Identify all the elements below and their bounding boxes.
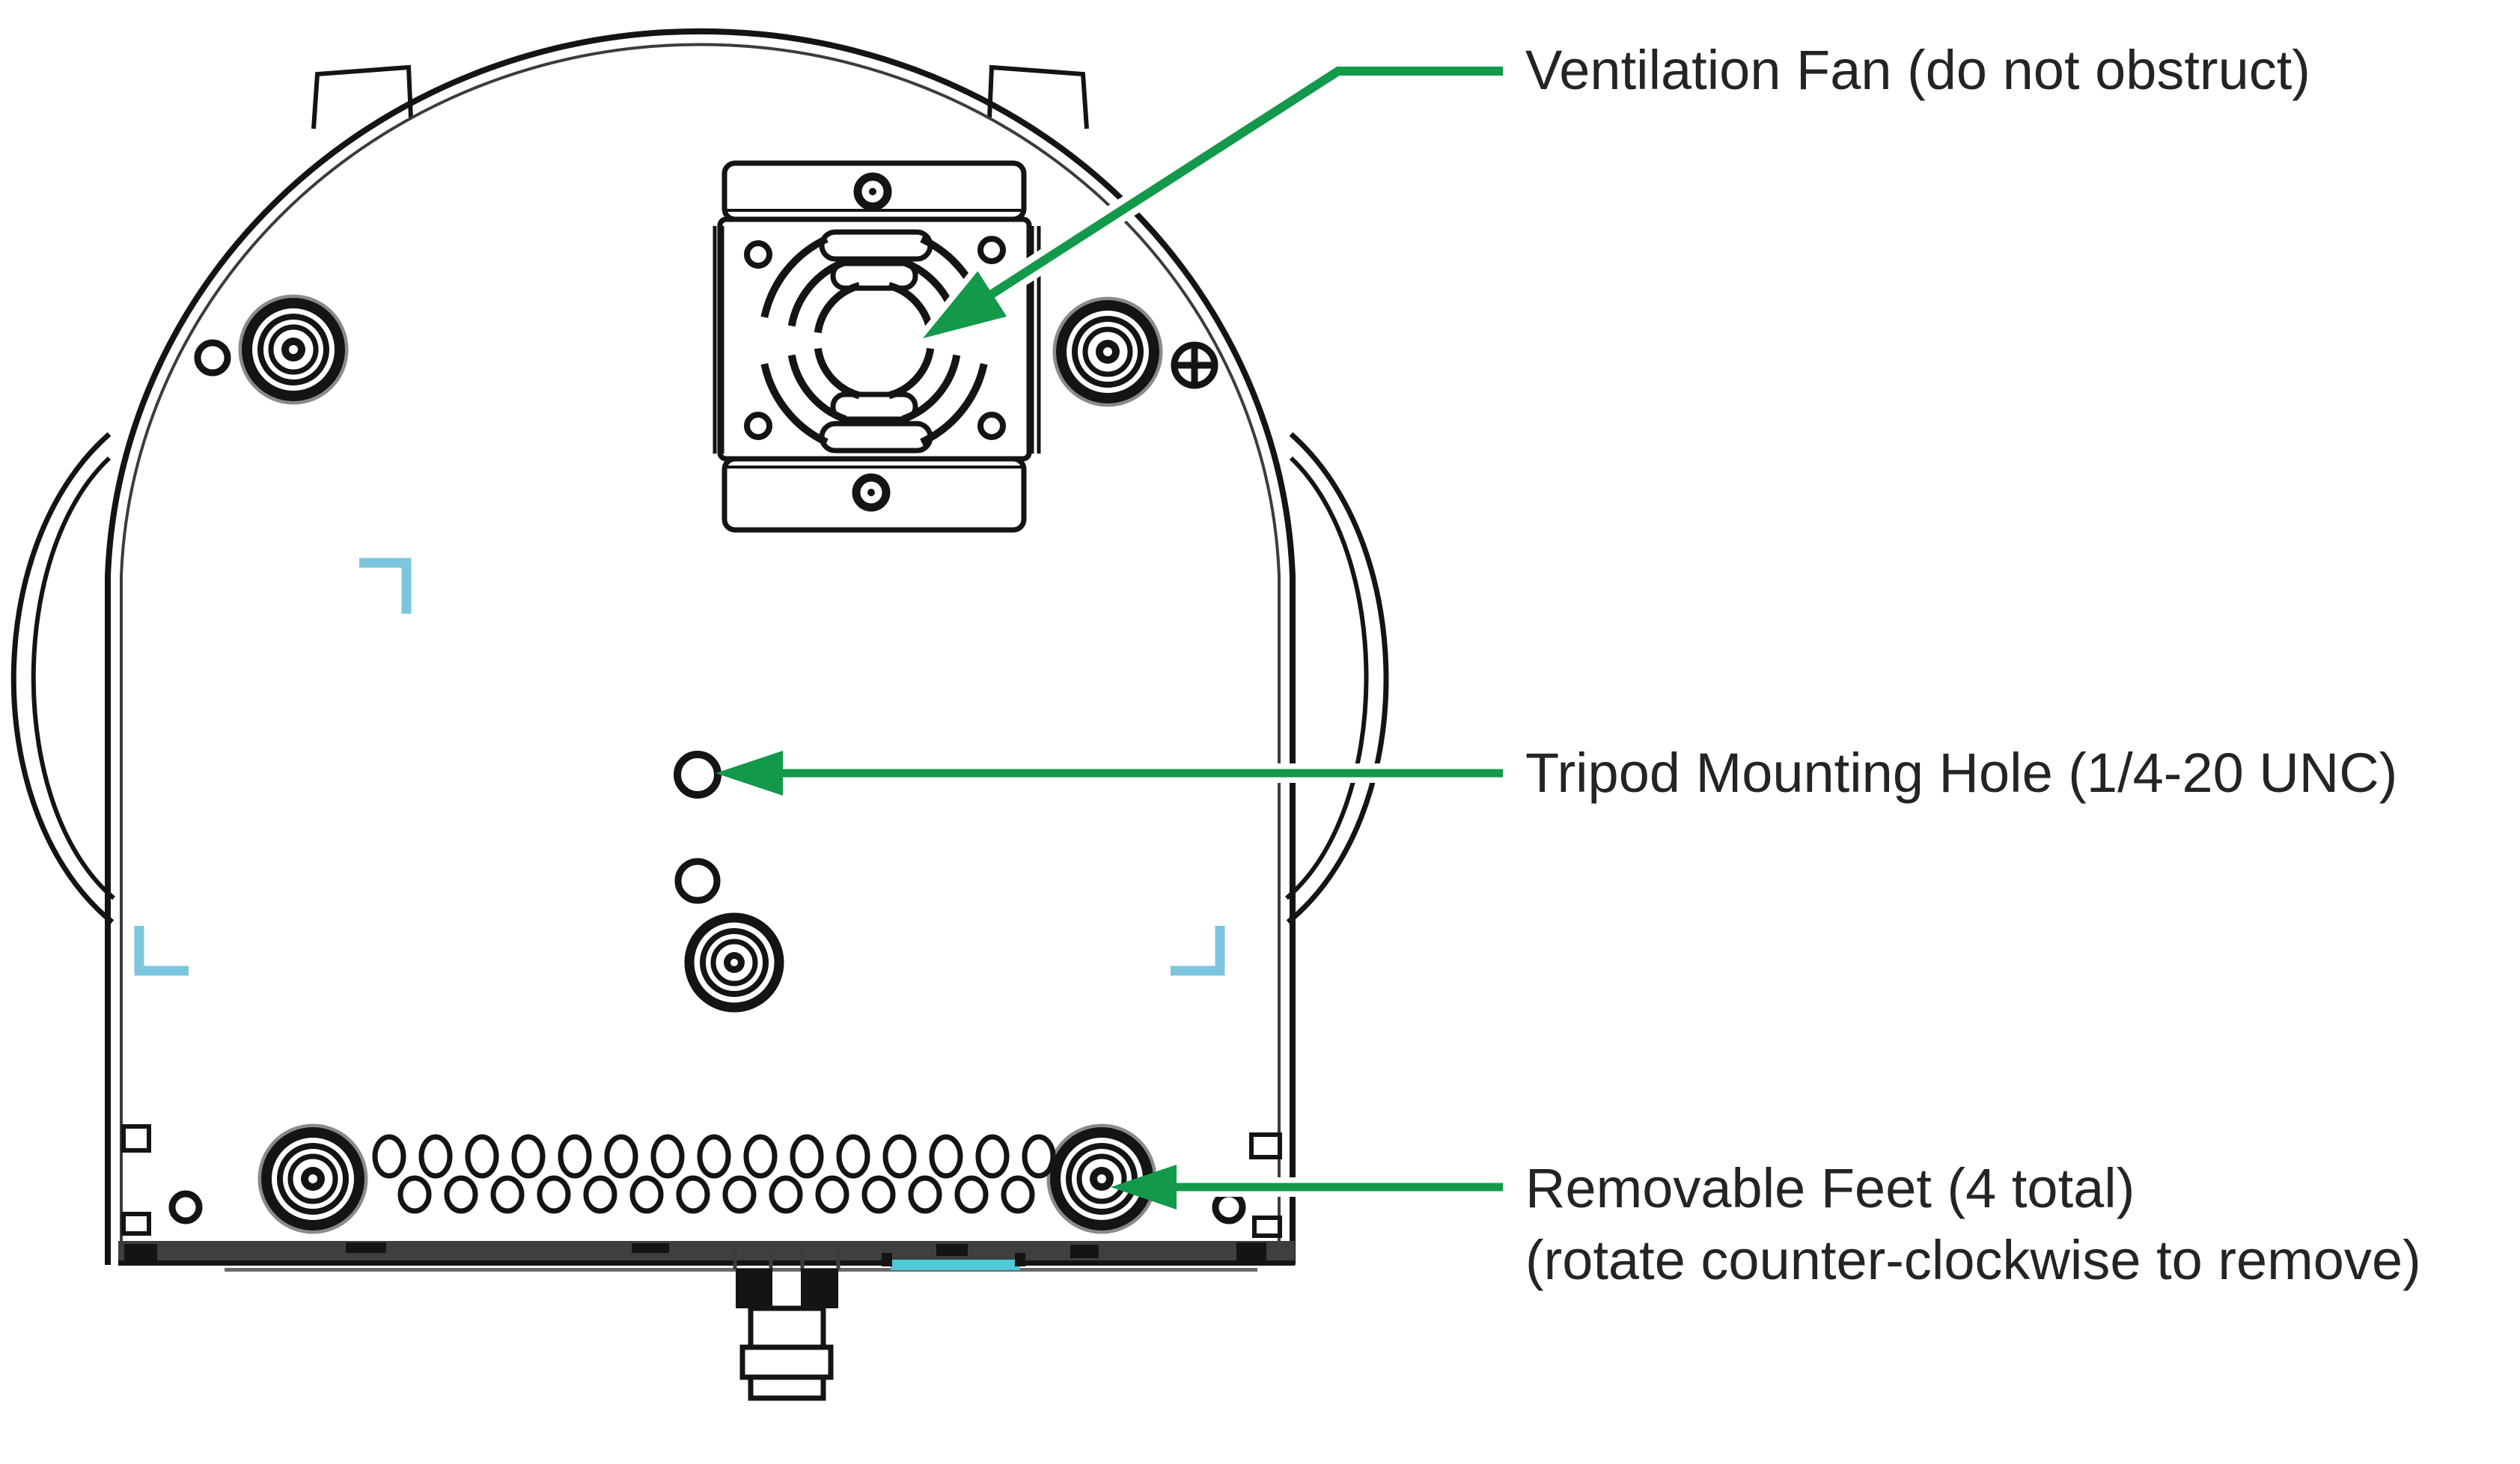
vent-holes-row-top <box>372 1134 1056 1179</box>
alignment-hole <box>674 858 721 904</box>
fan-arrow <box>906 60 1503 349</box>
feet-arrow <box>1111 1165 1503 1210</box>
label-ventilation-fan: Ventilation Fan (do not obstruct) <box>1525 39 2310 101</box>
side-ear-left <box>10 432 115 924</box>
tripod-mounting-hole <box>674 751 721 799</box>
fan-grille-corner-screws <box>744 236 1006 440</box>
ventilation-fan-assembly <box>713 160 1041 533</box>
side-ear-right <box>1285 432 1389 924</box>
label-removable-feet: Removable Feet (4 total) (rotate counter… <box>1525 1153 2421 1296</box>
fan-screw-top <box>853 172 892 211</box>
alignment-mark-bottom-left <box>134 926 189 976</box>
label-removable-feet-line2: (rotate counter-clockwise to remove) <box>1525 1229 2421 1291</box>
phillips-screw <box>1171 341 1218 389</box>
alignment-mark-bottom-right <box>1171 926 1225 976</box>
bottom-edge <box>118 1241 1295 1272</box>
removable-foot-top-right <box>1055 299 1161 405</box>
ventilation-fan-grille <box>760 229 988 454</box>
center-screw <box>684 912 784 1013</box>
camera-body-outline <box>10 28 1389 1265</box>
edge-notches <box>121 1124 1282 1238</box>
tripod-arrow <box>716 751 1503 796</box>
bottom-connector <box>733 1247 840 1401</box>
removable-foot-bottom-left <box>260 1126 366 1232</box>
fan-screw-bottom <box>852 473 891 512</box>
removable-foot-top-left <box>240 296 347 403</box>
alignment-marks <box>134 558 1225 976</box>
alignment-mark-top <box>359 558 412 614</box>
mounting-tab-right <box>987 64 1089 129</box>
label-removable-feet-line1: Removable Feet (4 total) <box>1525 1157 2135 1219</box>
fan-plate <box>717 216 1032 462</box>
vent-holes-row-bottom <box>397 1175 1035 1214</box>
teal-underline-mark <box>882 1253 1025 1270</box>
mounting-tab-left <box>311 64 413 129</box>
label-tripod-mounting-hole: Tripod Mounting Hole (1/4-20 UNC) <box>1525 742 2398 804</box>
